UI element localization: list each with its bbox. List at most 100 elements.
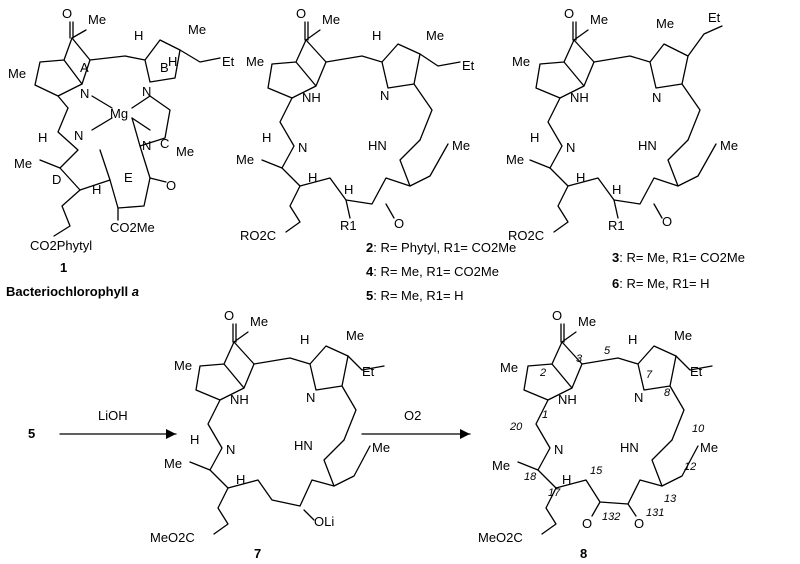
ring-b-ethyl: Et <box>222 54 235 69</box>
c7-me-ring-d: Me <box>164 456 182 471</box>
c3-oxygen: O <box>662 214 672 229</box>
c3-et: Et <box>708 10 721 25</box>
compound-3-structure: O Me Me NH Me Et N N H Me HN Me O H H R1… <box>506 6 738 243</box>
c7-h-bottom: H <box>236 472 245 487</box>
ring-a-methyl: Me <box>8 66 26 81</box>
c2-me-left: Me <box>246 54 264 69</box>
side-chain-ester: CO2Phytyl <box>30 238 92 253</box>
c3-n-left: N <box>566 140 575 155</box>
c3-acetyl-oxygen: O <box>564 6 574 21</box>
c7-et: Et <box>362 364 375 379</box>
c2-n-left: N <box>298 140 307 155</box>
ring-b-nitrogen: N <box>142 84 151 99</box>
compound-1-number: 1 <box>60 260 67 275</box>
legend-a-row-1: 2: R= Phytyl, R1= CO2Me <box>366 240 516 255</box>
ring-b-methyl: Me <box>188 22 206 37</box>
arrow-1-head <box>166 429 176 439</box>
compound-7-number: 7 <box>254 546 261 561</box>
c8-ester: MeO2C <box>478 530 523 545</box>
ring-e-oxygen: O <box>166 178 176 193</box>
acetyl-oxygen: O <box>62 6 72 21</box>
ring-b-label: B <box>160 60 169 75</box>
c7-h: H <box>300 332 309 347</box>
c2-me-ring-b: Me <box>426 28 444 43</box>
c8-locant-5: 5 <box>604 345 611 357</box>
c3-ester: RO2C <box>508 228 544 243</box>
c7-n-left: N <box>226 442 235 457</box>
c3-h-left: H <box>530 130 539 145</box>
c8-locant-13: 13 <box>664 493 677 505</box>
c2-h: H <box>372 28 381 43</box>
c7-acetyl-oxygen: O <box>224 308 234 323</box>
c8-n-top: N <box>634 390 643 405</box>
ring-c-methyl: Me <box>176 144 194 159</box>
c7-me-ring-b: Me <box>346 328 364 343</box>
c2-me-right: Me <box>452 138 470 153</box>
c8-me-right: Me <box>700 440 718 455</box>
c7-n-top: N <box>306 390 315 405</box>
legend-compounds-3-6: 3: R= Me, R1= CO2Me 6: R= Me, R1= H <box>612 250 745 291</box>
c3-acetyl-methyl: Me <box>590 12 608 27</box>
legend-compounds-2-4-5: 2: R= Phytyl, R1= CO2Me 4: R= Me, R1= CO… <box>366 240 516 303</box>
c8-locant-17: 17 <box>548 487 561 499</box>
c2-acetyl-oxygen: O <box>296 6 306 21</box>
c8-locant-8: 8 <box>664 387 671 399</box>
c8-acetyl-methyl: Me <box>578 314 596 329</box>
c8-locant-132: 132 <box>602 511 620 523</box>
compound-1-name: Bacteriochlorophyll a <box>6 284 139 299</box>
c8-locant-131: 131 <box>646 507 664 519</box>
legend-b-row-1: 3: R= Me, R1= CO2Me <box>612 250 745 265</box>
c2-me-ring-d: Me <box>236 152 254 167</box>
c2-hn: HN <box>368 138 387 153</box>
c2-h-r1: H <box>344 182 353 197</box>
reagent-o2: O2 <box>404 408 421 423</box>
c8-locant-12: 12 <box>684 461 696 473</box>
c8-locant-7: 7 <box>646 369 653 381</box>
c7-oli: OLi <box>314 514 334 529</box>
c8-locant-20: 20 <box>509 421 523 433</box>
c8-hn: HN <box>620 440 639 455</box>
ring-c-nitrogen: N <box>142 138 151 153</box>
c3-hn: HN <box>638 138 657 153</box>
legend-a-row-2: 4: R= Me, R1= CO2Me <box>366 264 499 279</box>
c2-acetyl-methyl: Me <box>322 12 340 27</box>
c3-me-right: Me <box>720 138 738 153</box>
ring-d-nitrogen: N <box>74 128 83 143</box>
c3-me-top: Me <box>656 16 674 31</box>
c8-me-ring-b: Me <box>674 328 692 343</box>
reaction-sequence: 5 LiOH O2 <box>28 408 471 441</box>
c2-h-left: H <box>262 130 271 145</box>
c7-hn: HN <box>294 438 313 453</box>
compound-8-number: 8 <box>580 546 587 561</box>
c3-r1: R1 <box>608 218 625 233</box>
c2-n-top: N <box>380 88 389 103</box>
magnesium-atom: Mg <box>110 106 128 121</box>
c8-locant-15: 15 <box>590 465 603 477</box>
c8-oxygen-2: O <box>634 516 644 531</box>
c8-h: H <box>628 332 637 347</box>
c8-n-left: N <box>554 442 563 457</box>
c8-locant-1: 1 <box>542 409 548 421</box>
c2-nh: NH <box>302 90 321 105</box>
c8-locant-18: 18 <box>524 471 537 483</box>
c3-me-ring-d: Me <box>506 152 524 167</box>
ring-b-h: H <box>134 28 143 43</box>
ring-d-methyl: Me <box>14 156 32 171</box>
c2-oxygen: O <box>394 216 404 231</box>
acetyl-methyl: Me <box>88 12 106 27</box>
reagent-lioh: LiOH <box>98 408 128 423</box>
ring-d-h: H <box>38 130 47 145</box>
c7-h-left: H <box>190 432 199 447</box>
arrow-2-head <box>460 429 470 439</box>
legend-a-row-3: 5: R= Me, R1= H <box>366 288 464 303</box>
c8-locant-2: 2 <box>539 367 546 379</box>
c8-nh: NH <box>558 392 577 407</box>
ring-a-label: A <box>80 60 89 75</box>
ring-e-label: E <box>124 170 133 185</box>
ring-d-label: D <box>52 172 61 187</box>
c7-acetyl-methyl: Me <box>250 314 268 329</box>
compound-2-structure: O Me Me NH H Me N Et N H Me HN Me O H H … <box>236 6 475 243</box>
c2-et: Et <box>462 58 475 73</box>
compound-7-structure: O Me Me NH H Me N Et N H Me HN Me OLi H … <box>150 308 390 561</box>
c8-me-left: Me <box>500 360 518 375</box>
